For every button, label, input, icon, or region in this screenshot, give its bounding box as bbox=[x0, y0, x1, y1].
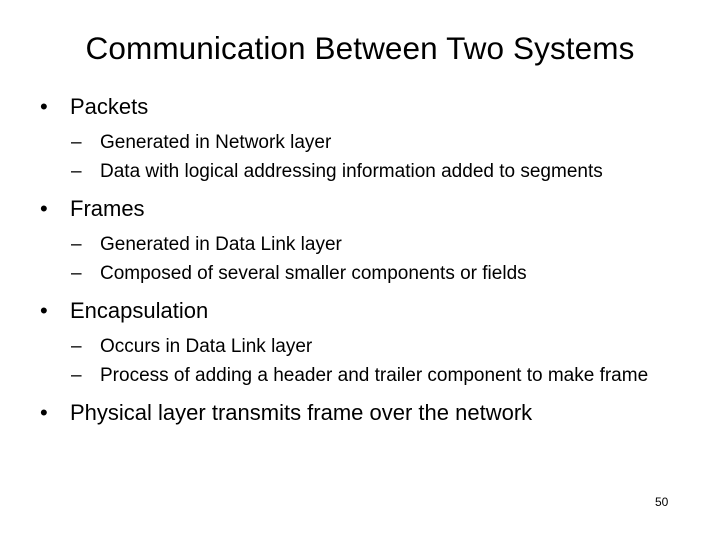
bullet-dash-icon: – bbox=[71, 234, 82, 255]
sub-bullet-label: Generated in Data Link layer bbox=[100, 234, 342, 255]
bullet-label: Physical layer transmits frame over the … bbox=[70, 400, 533, 425]
bullet-item-frames: • Frames bbox=[0, 194, 720, 224]
slide-number: 50 bbox=[655, 495, 669, 509]
slide-title: Communication Between Two Systems bbox=[85, 30, 635, 66]
sub-bullet-group-frames: – Generated in Data Link layer – Compose… bbox=[0, 230, 720, 288]
bullet-dash-icon: – bbox=[71, 365, 82, 386]
slide-body: • Packets – Generated in Network layer –… bbox=[0, 92, 720, 428]
sub-bullet-item: – Generated in Data Link layer bbox=[0, 230, 720, 259]
bullet-label: Frames bbox=[70, 196, 145, 221]
bullet-item-encapsulation: • Encapsulation bbox=[0, 296, 720, 326]
bullet-dash-icon: – bbox=[71, 336, 82, 357]
bullet-dash-icon: – bbox=[71, 132, 82, 153]
sub-bullet-label: Process of adding a header and trailer c… bbox=[100, 365, 649, 386]
sub-bullet-group-packets: – Generated in Network layer – Data with… bbox=[0, 128, 720, 186]
bullet-dash-icon: – bbox=[71, 263, 82, 284]
bullet-dot-icon: • bbox=[40, 400, 48, 425]
bullet-dot-icon: • bbox=[40, 298, 48, 323]
sub-bullet-item: – Process of adding a header and trailer… bbox=[0, 361, 720, 390]
bullet-dash-icon: – bbox=[71, 161, 82, 182]
sub-bullet-label: Occurs in Data Link layer bbox=[100, 336, 313, 357]
sub-bullet-item: – Composed of several smaller components… bbox=[0, 259, 720, 288]
sub-bullet-item: – Generated in Network layer bbox=[0, 128, 720, 157]
sub-bullet-label: Data with logical addressing information… bbox=[100, 161, 603, 182]
bullet-label: Packets bbox=[70, 94, 149, 119]
bullet-dot-icon: • bbox=[40, 94, 48, 119]
bullet-item-physical-layer: • Physical layer transmits frame over th… bbox=[0, 398, 720, 428]
bullet-dot-icon: • bbox=[40, 196, 48, 221]
sub-bullet-item: – Occurs in Data Link layer bbox=[0, 332, 720, 361]
bullet-item-packets: • Packets bbox=[0, 92, 720, 122]
sub-bullet-label: Composed of several smaller components o… bbox=[100, 263, 527, 284]
sub-bullet-label: Generated in Network layer bbox=[100, 132, 332, 153]
sub-bullet-item: – Data with logical addressing informati… bbox=[0, 157, 720, 186]
bullet-label: Encapsulation bbox=[70, 298, 209, 323]
sub-bullet-group-encapsulation: – Occurs in Data Link layer – Process of… bbox=[0, 332, 720, 390]
